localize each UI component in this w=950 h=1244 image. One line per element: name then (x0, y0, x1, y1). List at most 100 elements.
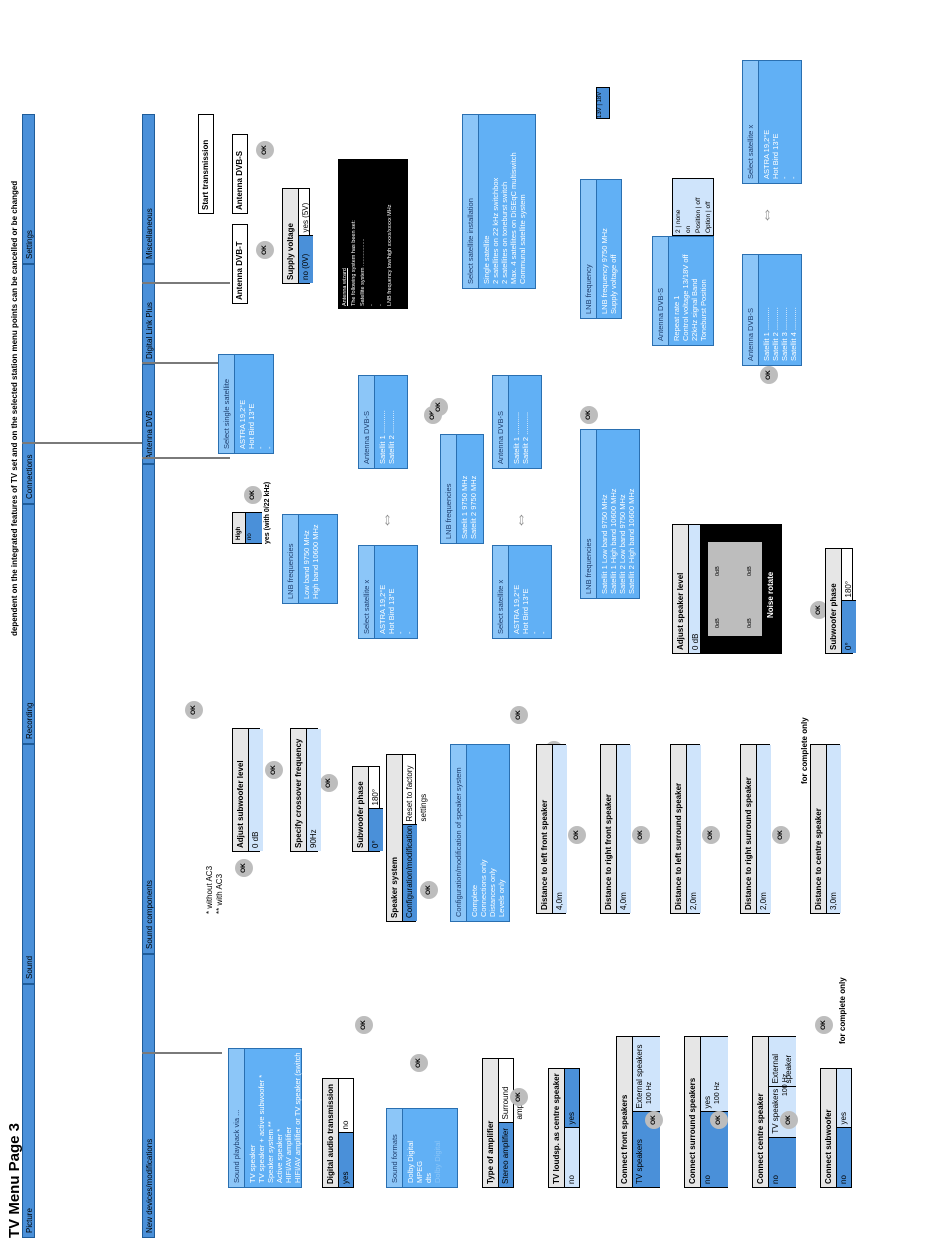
sat-value[interactable]: ........... (771, 307, 780, 331)
crossover-value[interactable]: 90Hz (309, 829, 318, 848)
ok-button[interactable]: OK (355, 1016, 373, 1034)
lnb-a-value[interactable]: 10600 MHz (311, 524, 320, 563)
antenna-dvb-s-top[interactable]: Antenna DVB-S (235, 150, 244, 210)
high-band-no[interactable]: no (246, 513, 262, 543)
ant-dvbs-f-panel[interactable]: Antenna DVB-S Satellit 1 ........... Sat… (742, 254, 802, 366)
centre-no[interactable]: no (769, 1136, 796, 1187)
sub-tab[interactable]: New devices/modifications (142, 954, 155, 1238)
sound-playback-item[interactable]: HIFI/AV amplifier or TV speaker (switcha… (293, 1053, 302, 1183)
distance-value[interactable]: 4,0m (619, 892, 628, 910)
config-mod-item[interactable]: Levels only (497, 879, 506, 917)
top-tab[interactable]: Settings (22, 114, 35, 264)
speaker-reset[interactable]: Reset to factory settings (405, 765, 428, 822)
ok-button[interactable]: OK (410, 1054, 428, 1072)
sel-sat-x-b-panel[interactable]: Select satellite x ASTRA 19,2°E Hot Bird… (492, 545, 552, 639)
lnb-freq-b-panel[interactable]: LNB frequencies Satelit 1 9750 MHz Satel… (440, 434, 484, 544)
sound-playback-panel[interactable]: Sound playback via ... TV speaker TV spe… (228, 1048, 302, 1188)
sound-playback-item[interactable]: TV speaker + active subwoofer * (257, 1074, 266, 1183)
sat-item[interactable]: - (396, 631, 405, 635)
single-sat-item[interactable]: - (265, 446, 274, 450)
dvbs-e-option[interactable]: on (685, 225, 692, 233)
lnb-a-value[interactable]: 9750 MHz (302, 530, 311, 565)
speaker-system-box[interactable]: Speaker system Configuration/modificatio… (386, 754, 428, 922)
sat-value[interactable]: ........... (387, 410, 396, 434)
lnb-b-value[interactable]: 9750 MHz (469, 475, 478, 510)
single-sat-panel[interactable]: Select single satellite ASTRA 19,2°E Hot… (218, 354, 274, 454)
ok-button[interactable]: OK (702, 826, 720, 844)
sub-tab[interactable]: Digital Link Plus (142, 264, 155, 364)
dvbs-e-options[interactable]: 2 | none on Position | off Option | off (672, 178, 714, 236)
config-mod-item[interactable]: Complete (470, 884, 479, 917)
speaker-config[interactable]: Configuration/modification (403, 824, 417, 921)
distance-value[interactable]: 4,0m (555, 892, 564, 910)
sat-value[interactable]: ........... (378, 410, 387, 434)
sound-playback-item[interactable]: TV speaker (248, 1144, 257, 1183)
ok-button[interactable]: OK (772, 826, 790, 844)
dvbs-e-value[interactable]: Band (690, 278, 699, 296)
antenna-dvb-s-top-box[interactable]: Antenna DVB-S (232, 134, 248, 214)
sat-item[interactable]: Hot Bird 13°E (521, 588, 530, 634)
dvbs-e-option[interactable]: Position | off (695, 197, 702, 233)
digital-audio-yes[interactable]: yes (339, 1132, 353, 1187)
sound-formats-panel[interactable]: Sound formats Dolby Digital MPEG dts Dol… (386, 1108, 458, 1188)
sound-format-item[interactable]: Dolby Digital (433, 1140, 442, 1183)
top-tab[interactable]: Recording (22, 504, 35, 744)
sat-value[interactable]: ........... (512, 411, 521, 435)
sat-item[interactable]: ASTRA 19,2°E (762, 129, 771, 179)
amp-stereo[interactable]: Stereo amplifier (499, 1122, 513, 1187)
lnb-b-value[interactable]: 9750 MHz (460, 475, 469, 510)
antenna-dvb-t-box[interactable]: Antenna DVB-T (232, 224, 248, 304)
voltage-badge[interactable]: 13V | 18V (596, 87, 610, 119)
high-band-yes[interactable]: yes (with 0/22 kHz) (264, 481, 271, 544)
sat-item[interactable]: - (789, 176, 798, 180)
sub-level-value[interactable]: 0 dB (251, 831, 260, 848)
ok-button[interactable]: OK (760, 366, 778, 384)
supply-no[interactable]: no (0V) (299, 235, 313, 283)
sub-phase-1-box[interactable]: Subwoofer phase 0°180° (352, 766, 383, 852)
sub-phase-2-box[interactable]: Subwoofer phase 0°180° (825, 548, 856, 654)
ok-button[interactable]: OK (580, 406, 598, 424)
sat-install-item[interactable]: 2 satellites on toneburst switch (500, 181, 509, 284)
ok-button[interactable]: OK (780, 1111, 798, 1129)
sub-phase2-0[interactable]: 0° (842, 600, 856, 653)
distance-value[interactable]: 2,0m (689, 892, 698, 910)
lnb-c-value[interactable]: 9750 MHz (618, 494, 627, 529)
sel-sat-x-a-panel[interactable]: Select satellite x ASTRA 19,2°E Hot Bird… (358, 545, 418, 639)
ok-button[interactable]: OK (645, 1111, 663, 1129)
ant-dvbs-a-panel[interactable]: Antenna DVB-S Satellit 1 ........... Sat… (358, 375, 408, 469)
ok-button[interactable]: OK (244, 486, 262, 504)
sat-item[interactable]: Hot Bird 13°E (771, 133, 780, 179)
high-band-box[interactable]: High band no (232, 512, 262, 544)
lnb-c-value[interactable]: 10600 MHz (627, 488, 636, 527)
single-sat-item[interactable]: Hot Bird 13°E (247, 403, 256, 449)
lnb-d-value[interactable]: 9750 MHz (600, 228, 609, 263)
sub-no[interactable]: no (837, 1127, 851, 1187)
sound-format-item[interactable]: Dolby Digital (406, 1140, 415, 1183)
distance-value[interactable]: 2,0m (759, 892, 768, 910)
sat-value[interactable]: ........... (780, 307, 789, 331)
supply-voltage-box[interactable]: Supply voltage no (0V)yes (5V) (282, 188, 313, 284)
lnb-freq-c-panel[interactable]: LNB frequencies Satellit 1 Low band 9750… (580, 429, 640, 599)
ant-dvbs-b-panel[interactable]: Antenna DVB-S Satelit 1 ........... Sate… (492, 375, 542, 469)
crossover-box[interactable]: Specify crossover frequency 90Hz (290, 728, 321, 852)
dvbs-e-value[interactable]: Position (699, 279, 708, 306)
lnb-c-value[interactable]: 9750 MHz (600, 494, 609, 529)
top-tab[interactable]: Sound (22, 744, 35, 984)
sub-tab[interactable]: Antenna DVB (142, 364, 155, 464)
adjust-speaker-level-box[interactable]: Adjust speaker level 0 dB (672, 524, 703, 654)
lnb-d-value[interactable]: off (609, 254, 618, 263)
config-mod-panel[interactable]: Configuration/modification of speaker sy… (450, 744, 510, 922)
ok-button[interactable]: OK (568, 826, 586, 844)
lnb-c-value[interactable]: 10600 MHz (609, 488, 618, 527)
dvbs-e-value[interactable]: 1 (672, 295, 681, 300)
sat-value[interactable]: ........... (521, 411, 530, 435)
single-sat-item[interactable]: ASTRA 19,2°E (238, 399, 247, 449)
sound-playback-item[interactable]: HIFI/AV amplifier (284, 1126, 293, 1183)
sat-value[interactable]: ........... (762, 307, 771, 331)
sub-yes[interactable]: yes (837, 1069, 851, 1128)
